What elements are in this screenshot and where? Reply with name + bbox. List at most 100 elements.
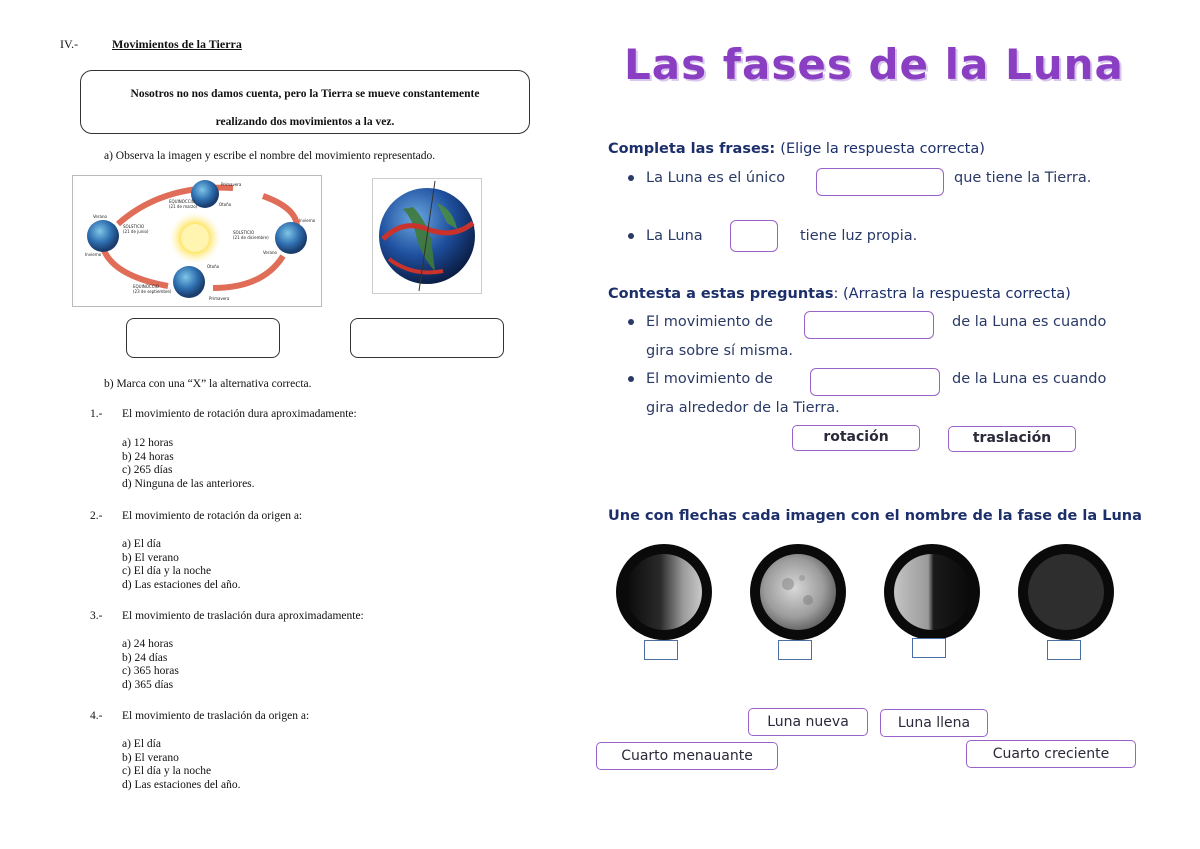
bullet-icon <box>628 376 634 382</box>
answer-heading: Contesta a estas preguntas: (Arrastra la… <box>608 286 1071 302</box>
question-number: 2.- <box>90 510 103 522</box>
question-rotation-continuation: gira sobre sí misma. <box>646 343 794 359</box>
drop-target-translation[interactable] <box>810 368 940 396</box>
orbit-arrow-top <box>116 184 234 227</box>
options-list: a) El día b) El verano c) El día y la no… <box>122 538 240 592</box>
option-item[interactable]: d) 365 días <box>122 678 174 691</box>
question-number: 3.- <box>90 610 103 622</box>
options-list: a) 12 horas b) 24 horas c) 265 días d) N… <box>122 437 255 491</box>
rotating-globe-image <box>372 178 482 294</box>
orbit-label: SOLSTICIO <box>123 224 144 229</box>
drop-target-rotation[interactable] <box>804 311 934 339</box>
question-translation: El movimiento de <box>628 371 773 387</box>
option-item[interactable]: a) El día <box>122 738 161 750</box>
orbit-label: SOLSTICIO <box>233 230 254 235</box>
earth-icon <box>87 220 119 252</box>
sentence-1-after: que tiene la Tierra. <box>954 170 1092 186</box>
phase-chip-cuarto-menguante[interactable]: Cuarto menauante <box>596 742 778 770</box>
options-list: a) El día b) El verano c) El día y la no… <box>122 738 240 792</box>
question-text: El movimiento de rotación da origen a: <box>122 510 303 522</box>
orbit-label: Otoño <box>219 202 232 207</box>
sentence-2-after: tiene luz propia. <box>800 228 918 244</box>
orbit-arrow-bottom <box>212 254 286 291</box>
question-translation-after: de la Luna es cuando <box>952 371 1107 387</box>
earth-icon <box>275 222 307 254</box>
moon-answer-box[interactable] <box>1047 640 1081 660</box>
option-item[interactable]: b) 24 días <box>122 651 168 664</box>
orbit-label: Invierno <box>299 218 316 223</box>
question-rotation-before: El movimiento de <box>646 314 773 330</box>
phase-chip-cuarto-creciente[interactable]: Cuarto creciente <box>966 740 1136 768</box>
drag-chip-traslacion[interactable]: traslación <box>948 426 1076 452</box>
question-rotation-after: de la Luna es cuando <box>952 314 1107 330</box>
orbit-label: Invierno <box>85 252 102 257</box>
question-translation-before: El movimiento de <box>646 371 773 387</box>
first-quarter-icon <box>884 544 980 640</box>
intro-box: Nosotros no nos damos cuenta, pero la Ti… <box>80 70 530 134</box>
complete-heading-bold: Completa las frases: <box>608 141 781 157</box>
phase-chip-luna-llena[interactable]: Luna llena <box>880 709 988 737</box>
option-item[interactable]: d) Las estaciones del año. <box>122 578 241 591</box>
orbit-label: (21 de marzo) <box>169 204 198 209</box>
answer-box-globe[interactable] <box>350 318 504 358</box>
question-rotation: El movimiento de <box>628 314 773 330</box>
option-item[interactable]: c) 265 días <box>122 464 173 476</box>
moon-answer-box[interactable] <box>644 640 678 660</box>
moon-answer-box[interactable] <box>778 640 812 660</box>
intro-line-2: realizando dos movimientos a la vez. <box>215 116 395 128</box>
orbit-label: (23 de septiembre) <box>133 289 172 294</box>
part-b-instruction: b) Marca con una “X” la alternativa corr… <box>104 378 312 390</box>
earth-orbit-image: EQUINOCCIO (21 de marzo) Primavera Otoño… <box>72 175 322 307</box>
option-item[interactable]: d) Ninguna de las anteriores. <box>122 477 255 490</box>
orbit-label: Verano <box>93 214 108 219</box>
section-title: Movimientos de la Tierra <box>112 37 242 51</box>
moon-answer-box[interactable] <box>912 638 946 658</box>
orbit-arrow-left <box>100 246 169 289</box>
sentence-2: La Luna <box>628 228 703 244</box>
orbit-label: Otoño <box>207 264 220 269</box>
orbit-label: EQUINOCCIO <box>133 284 159 289</box>
earth-icon <box>191 180 219 208</box>
question-number: 4.- <box>90 710 103 722</box>
new-moon-icon <box>1018 544 1114 640</box>
option-item[interactable]: c) El día y la noche <box>122 565 212 577</box>
option-item[interactable]: a) 12 horas <box>122 437 174 449</box>
part-a-instruction: a) Observa la imagen y escribe el nombre… <box>104 150 436 162</box>
option-item[interactable]: a) El día <box>122 538 161 550</box>
orbit-label: (21 de junio) <box>123 229 149 234</box>
answer-box-orbit[interactable] <box>126 318 280 358</box>
options-list: a) 24 horas b) 24 días c) 365 horas d) 3… <box>122 638 179 692</box>
match-heading: Une con flechas cada imagen con el nombr… <box>608 508 1142 524</box>
option-item[interactable]: c) 365 horas <box>122 665 179 677</box>
page-title: Las fases de la Luna <box>624 40 1124 89</box>
orbit-label: EQUINOCCIO <box>169 199 195 204</box>
bullet-icon <box>628 175 634 181</box>
bullet-icon <box>628 319 634 325</box>
drag-chip-rotacion[interactable]: rotación <box>792 425 920 451</box>
earth-icon <box>173 266 205 298</box>
answer-heading-bold: Contesta a estas preguntas <box>608 286 834 302</box>
blank-input-2[interactable] <box>730 220 778 252</box>
question-text: El movimiento de traslación da origen a: <box>122 710 310 722</box>
intro-line-1: Nosotros no nos damos cuenta, pero la Ti… <box>130 88 480 100</box>
section-number: IV.- <box>60 37 79 51</box>
answer-heading-rest: : (Arrastra la respuesta correcta) <box>833 286 1071 302</box>
option-item[interactable]: d) Las estaciones del año. <box>122 778 241 791</box>
option-item[interactable]: b) El verano <box>122 551 179 564</box>
bullet-icon <box>628 233 634 239</box>
option-item[interactable]: b) El verano <box>122 751 179 764</box>
sentence-1: La Luna es el único <box>628 170 785 186</box>
complete-heading-rest: (Elige la respuesta correcta) <box>780 141 985 157</box>
waning-gibbous-icon <box>616 544 712 640</box>
phase-chip-luna-nueva[interactable]: Luna nueva <box>748 708 868 736</box>
option-item[interactable]: b) 24 horas <box>122 450 174 463</box>
orbit-label: (21 de diciembre) <box>233 235 269 240</box>
question-text: El movimiento de rotación dura aproximad… <box>122 408 357 420</box>
complete-heading: Completa las frases: (Elige la respuesta… <box>608 141 985 157</box>
option-item[interactable]: c) El día y la noche <box>122 765 212 777</box>
orbit-label: Verano <box>263 250 278 255</box>
blank-input-1[interactable] <box>816 168 944 196</box>
option-item[interactable]: a) 24 horas <box>122 638 174 650</box>
left-worksheet: IV.- Movimientos de la Tierra Nosotros n… <box>0 0 590 849</box>
sentence-2-before: La Luna <box>646 228 703 244</box>
